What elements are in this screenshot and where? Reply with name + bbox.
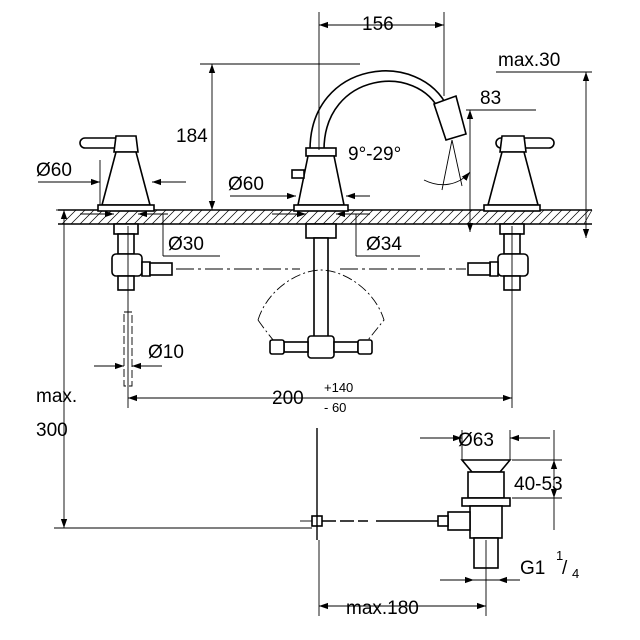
hatch-line <box>403 209 419 225</box>
hatch-line <box>475 209 491 225</box>
hatch-line <box>331 209 347 225</box>
hatch-line <box>313 209 329 225</box>
label-g1-num: 1 <box>556 548 563 563</box>
hatch-line <box>223 209 239 225</box>
hatch-line <box>205 209 221 225</box>
hatch-line <box>484 209 500 225</box>
label-angle: 9°-29° <box>348 144 401 165</box>
dimension-labels: 156 max.30 83 184 9°-29° Ø60 Ø60 Ø30 Ø34… <box>36 14 579 619</box>
hatch-line <box>394 209 410 225</box>
hatch-line <box>241 209 257 225</box>
hatch-line <box>583 209 593 225</box>
hatch-line <box>349 209 365 225</box>
label-d60-left: Ø60 <box>36 160 72 181</box>
label-d63: Ø63 <box>458 430 494 451</box>
label-156: 156 <box>362 14 394 35</box>
hatch-line <box>358 209 374 225</box>
hatch-line <box>304 209 320 225</box>
spout-assembly <box>257 70 467 359</box>
hatch-line <box>97 209 113 225</box>
label-200: 200 <box>272 388 304 409</box>
hatch-line <box>133 209 149 225</box>
hatch-line <box>511 209 527 225</box>
hatch-line <box>574 209 590 225</box>
label-d10: Ø10 <box>148 342 184 363</box>
hatch-line <box>196 209 212 225</box>
hatch-line <box>106 209 122 225</box>
label-max30: max.30 <box>498 50 560 71</box>
countertop <box>58 209 593 225</box>
hatch-line <box>115 209 131 225</box>
hatch-line <box>79 209 95 225</box>
label-d30: Ø30 <box>168 234 204 255</box>
label-g1-den: 4 <box>572 566 579 581</box>
hatch-line <box>169 209 185 225</box>
hatch-line <box>376 209 392 225</box>
label-g1-slash: / <box>562 558 568 579</box>
hatch-line <box>439 209 455 225</box>
left-handle-valve <box>79 135 300 291</box>
hatch-line <box>178 209 194 225</box>
hatch-line <box>565 209 581 225</box>
hatch-line <box>232 209 248 225</box>
hatch-line <box>250 209 266 225</box>
label-300: 300 <box>36 420 68 441</box>
right-handle-valve <box>340 135 555 291</box>
hatch-line <box>187 209 203 225</box>
label-83: 83 <box>480 88 501 109</box>
label-d60-center: Ø60 <box>228 174 264 195</box>
hatch-line <box>367 209 383 225</box>
hatch-line <box>340 209 356 225</box>
hatch-line <box>70 209 86 225</box>
hatch-line <box>448 209 464 225</box>
label-40-53: 40-53 <box>514 474 563 495</box>
hatch-line <box>268 209 284 225</box>
hatch-line <box>430 209 446 225</box>
hatch-line <box>277 209 293 225</box>
hatch-line <box>295 209 311 225</box>
hatch-line <box>502 209 518 225</box>
label-max180: max.180 <box>346 598 419 619</box>
hatch-line <box>142 209 158 225</box>
label-184: 184 <box>176 126 208 147</box>
hatch-line <box>286 209 302 225</box>
hatch-line <box>520 209 536 225</box>
hatch-line <box>493 209 509 225</box>
hatch-line <box>466 209 482 225</box>
label-200-plus: +140 <box>324 380 353 395</box>
hatch-line <box>538 209 554 225</box>
label-d34: Ø34 <box>366 234 402 255</box>
hatch-line <box>124 209 140 225</box>
hatch-line <box>556 209 572 225</box>
hatch-line <box>385 209 401 225</box>
hatch-line <box>214 209 230 225</box>
dimension-lines <box>38 12 592 616</box>
hatch-line <box>322 209 338 225</box>
hatch-line <box>529 209 545 225</box>
label-g1: G1 <box>520 558 545 579</box>
hatch-line <box>412 209 428 225</box>
hatch-line <box>421 209 437 225</box>
hatch-line <box>151 209 167 225</box>
hatch-line <box>88 209 104 225</box>
label-200-minus: - 60 <box>324 400 346 415</box>
hatch-line <box>259 209 275 225</box>
hatch-line <box>547 209 563 225</box>
label-max: max. <box>36 386 77 407</box>
